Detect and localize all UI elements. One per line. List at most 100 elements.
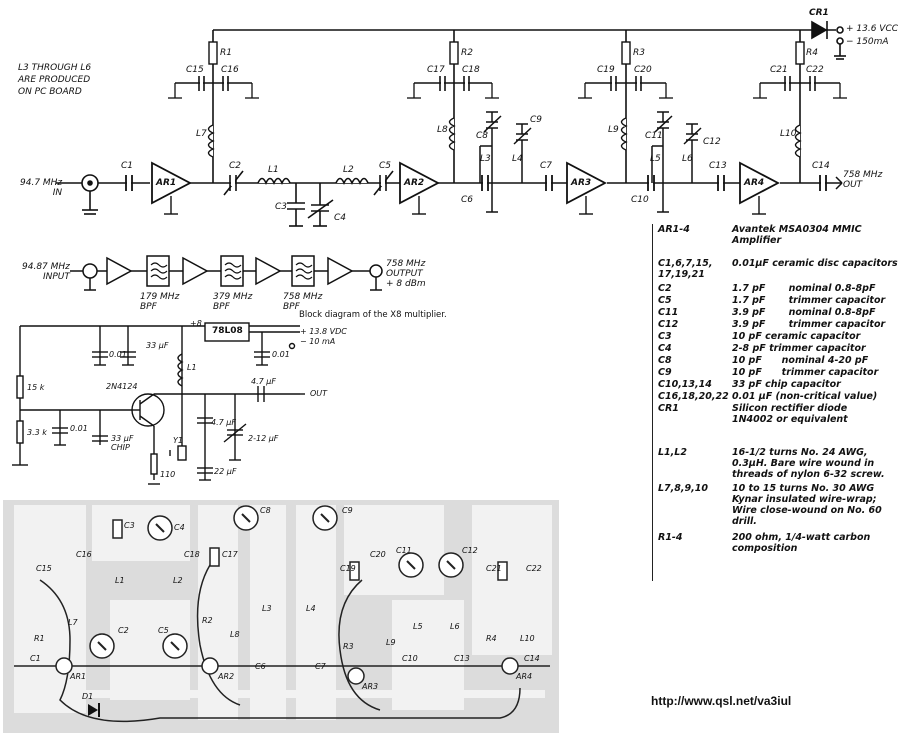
osc-c-chip: 33 μF CHIP bbox=[111, 434, 134, 452]
l6-label: L6 bbox=[682, 154, 693, 164]
c10-label: C10 bbox=[631, 195, 649, 205]
part-ref: C12 bbox=[658, 319, 679, 330]
part-ref: C9 bbox=[658, 367, 672, 378]
pcb-l3: L3 bbox=[262, 604, 272, 613]
pcb-c2: C2 bbox=[118, 626, 129, 635]
c11-label: C11 bbox=[645, 131, 663, 141]
pcb-c8: C8 bbox=[260, 506, 271, 515]
c18-label: C18 bbox=[462, 65, 480, 75]
part-desc: Silicon rectifier diode 1N4002 or equiva… bbox=[732, 403, 848, 425]
part-ref: L1,L2 bbox=[658, 447, 687, 458]
part-desc: 10 to 15 turns No. 30 AWG Kynar insulate… bbox=[732, 483, 882, 527]
part-desc: 0.01μF ceramic disc capacitors bbox=[732, 258, 898, 269]
l8-label: L8 bbox=[437, 125, 448, 135]
part-ref: AR1-4 bbox=[658, 224, 690, 235]
regulator-label: 78L08 bbox=[212, 326, 243, 336]
pcb-c12: C12 bbox=[462, 546, 478, 555]
pcb-ar1: AR1 bbox=[70, 672, 87, 681]
c7-label: C7 bbox=[540, 161, 553, 171]
l1-label: L1 bbox=[268, 165, 279, 175]
r1-label: R1 bbox=[220, 48, 232, 58]
pcb-c18: C18 bbox=[184, 550, 200, 559]
c13-label: C13 bbox=[709, 161, 727, 171]
part-desc: 10 pF ceramic capacitor bbox=[732, 331, 861, 342]
part-desc: 3.9 pF trimmer capacitor bbox=[732, 319, 886, 330]
r3-label: R3 bbox=[633, 48, 645, 58]
osc-y1: Y1 bbox=[173, 436, 183, 445]
osc-r-110: 110 bbox=[160, 470, 176, 479]
transistor-label: 2N4124 bbox=[106, 382, 138, 391]
pcb-r4: R4 bbox=[486, 634, 497, 643]
pcb-layout: C3 C4 C8 C9 C16 C18 C17 C19 C20 C11 C12 … bbox=[0, 497, 562, 733]
l9-label: L9 bbox=[608, 125, 619, 135]
part-ref: C16,18,20,22 bbox=[658, 391, 729, 402]
part-ref: C8 bbox=[658, 355, 672, 366]
c2-label: C2 bbox=[229, 161, 242, 171]
r2-label: R2 bbox=[461, 48, 473, 58]
pcb-l7: L7 bbox=[68, 618, 78, 627]
bpf-179-label: 179 MHz BPF bbox=[140, 292, 180, 312]
part-ref: R1-4 bbox=[658, 532, 683, 543]
osc-c-c: 0.01 bbox=[272, 350, 290, 359]
osc-c-47b: 4.7 μF bbox=[251, 377, 276, 386]
part-ref: C2 bbox=[658, 283, 672, 294]
part-desc: 33 pF chip capacitor bbox=[732, 379, 841, 390]
pcb-c4: C4 bbox=[174, 523, 185, 532]
pcb-d1: D1 bbox=[82, 692, 94, 701]
pcb-c7: C7 bbox=[315, 662, 326, 671]
output-label: 758 MHz OUT bbox=[843, 170, 883, 190]
pcb-r2: R2 bbox=[202, 616, 213, 625]
pcb-c19: C19 bbox=[340, 564, 356, 573]
supply-value: 13.6 VCC bbox=[856, 24, 899, 34]
board-note: L3 THROUGH L6 ARE PRODUCED ON PC BOARD bbox=[18, 63, 92, 97]
c6-label: C6 bbox=[461, 195, 474, 205]
part-desc: 10 pF trimmer capacitor bbox=[732, 367, 879, 378]
osc-c-d: 0.01 bbox=[70, 424, 88, 433]
pcb-c9: C9 bbox=[342, 506, 353, 515]
l5-label: L5 bbox=[650, 154, 661, 164]
part-ref: C10,13,14 bbox=[658, 379, 712, 390]
l4-label: L4 bbox=[512, 154, 523, 164]
ar2-label: AR2 bbox=[404, 178, 425, 188]
part-desc: 16-1/2 turns No. 24 AWG, 0.3μH. Bare wir… bbox=[732, 447, 885, 480]
pcb-l1: L1 bbox=[115, 576, 125, 585]
c3-label: C3 bbox=[275, 202, 288, 212]
part-ref: C1,6,7,15, 17,19,21 bbox=[658, 258, 713, 280]
osc-supply-label: + 13.8 VDC − 10 mA bbox=[300, 327, 347, 346]
c16-label: C16 bbox=[221, 65, 239, 75]
supply-label: + 13.6 VCC bbox=[846, 24, 899, 34]
pcb-c20: C20 bbox=[370, 550, 386, 559]
source-url[interactable]: http://www.qsl.net/va3iul bbox=[651, 694, 792, 708]
part-ref: L7,8,9,10 bbox=[658, 483, 708, 494]
osc-c-trim: 2-12 μF bbox=[248, 434, 279, 443]
part-desc: 1.7 pF trimmer capacitor bbox=[732, 295, 886, 306]
bpf-379-label: 379 MHz BPF bbox=[213, 292, 253, 312]
part-desc: 200 ohm, 1/4-watt carbon composition bbox=[732, 532, 871, 554]
pcb-r3: R3 bbox=[343, 642, 354, 651]
part-ref: C5 bbox=[658, 295, 672, 306]
parts-list: AR1-4 Avantek MSA0304 MMIC Amplifier C1,… bbox=[652, 224, 898, 582]
c15-label: C15 bbox=[186, 65, 204, 75]
pcb-c5: C5 bbox=[158, 626, 169, 635]
ar3-label: AR3 bbox=[571, 178, 592, 188]
part-desc: 0.01 μF (non-critical value) bbox=[732, 391, 878, 402]
part-desc: 1.7 pF nominal 0.8-8pF bbox=[732, 283, 876, 294]
c8-label: C8 bbox=[476, 131, 489, 141]
regulator-in-label: +8 bbox=[190, 319, 202, 328]
pcb-c21: C21 bbox=[486, 564, 502, 573]
l10-label: L10 bbox=[780, 129, 797, 139]
pcb-c10: C10 bbox=[402, 654, 418, 663]
l7-label: L7 bbox=[196, 129, 207, 139]
pcb-c6: C6 bbox=[255, 662, 266, 671]
part-ref: C4 bbox=[658, 343, 672, 354]
l3-label: L3 bbox=[480, 154, 491, 164]
cr1-label: CR1 bbox=[809, 8, 829, 18]
c21-label: C21 bbox=[770, 65, 788, 75]
part-ref: C11 bbox=[658, 307, 679, 318]
pcb-ar3: AR3 bbox=[362, 682, 379, 691]
bpf-758-label: 758 MHz BPF bbox=[283, 292, 323, 312]
pcb-l2: L2 bbox=[173, 576, 183, 585]
l2-label: L2 bbox=[343, 165, 354, 175]
pcb-c13: C13 bbox=[454, 654, 470, 663]
